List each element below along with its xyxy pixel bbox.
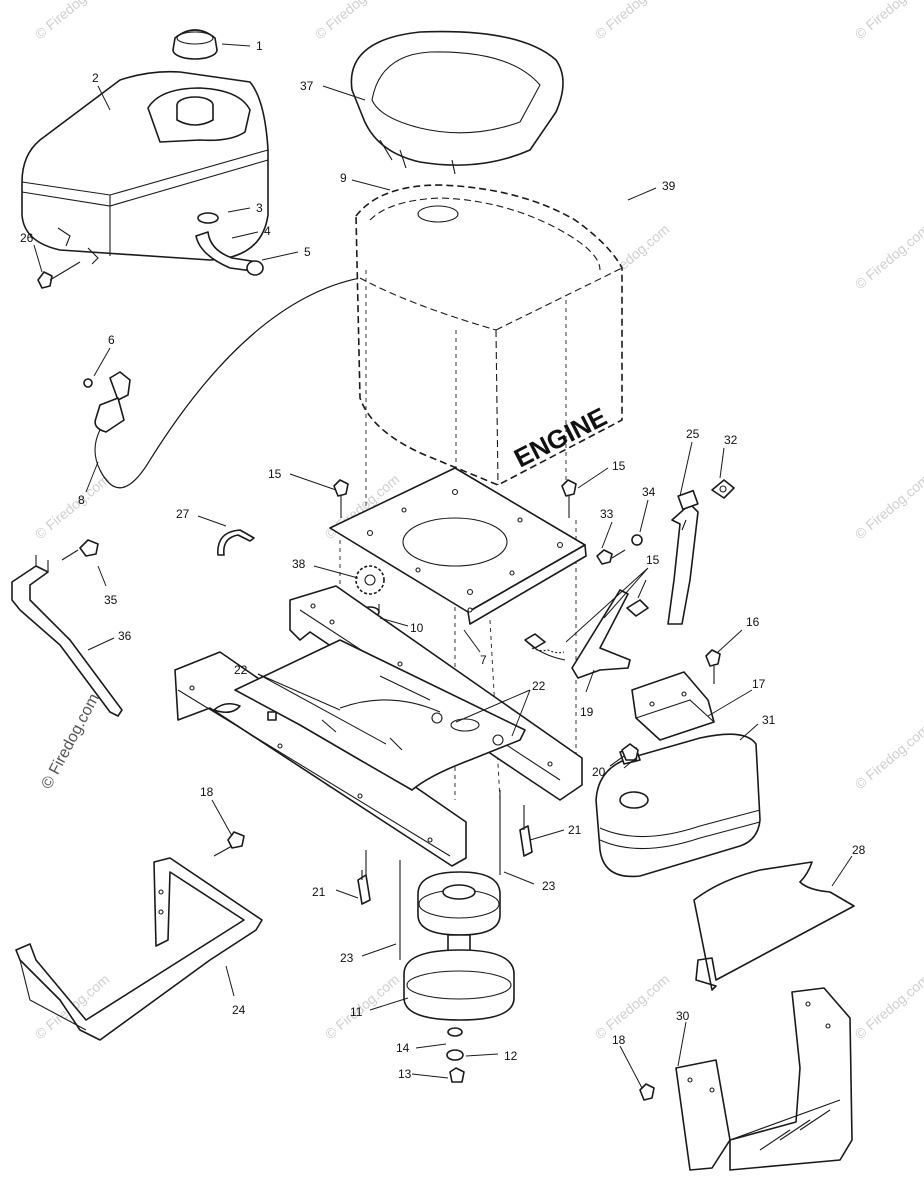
- bolt: [333, 479, 349, 518]
- callout-28: 28: [852, 843, 866, 857]
- callout-1: 1: [256, 39, 263, 53]
- callout-20: 20: [592, 765, 606, 779]
- callout-15: 15: [646, 553, 660, 567]
- callout-15: 15: [612, 459, 626, 473]
- fuel-hose-inner: [99, 277, 361, 489]
- fuel-hose: [99, 277, 361, 489]
- callout-31: 31: [762, 713, 776, 727]
- mount-bolts: [357, 790, 533, 960]
- callout-5: 5: [304, 245, 311, 259]
- engine-mount-plate: [329, 467, 587, 625]
- fuel-tank: [21, 70, 269, 265]
- callout-38: 38: [292, 557, 306, 571]
- callout-27: 27: [176, 507, 190, 521]
- frame-rail-left: [174, 651, 467, 867]
- watermark-text: © Firedog.com: [852, 471, 924, 542]
- spacer-sprocket: [355, 565, 385, 618]
- muffler-screw: [609, 743, 639, 767]
- callout-14: 14: [396, 1041, 410, 1055]
- callout-22: 22: [532, 679, 546, 693]
- callout-35: 35: [104, 593, 118, 607]
- callout-23: 23: [542, 879, 556, 893]
- belt-guard: [15, 831, 263, 1041]
- frame-crossmember: [234, 639, 526, 791]
- muffler: [595, 733, 761, 878]
- callout-15: 15: [268, 467, 282, 481]
- watermark-text: © Firedog.com: [592, 971, 673, 1042]
- deck-bracket: [639, 987, 853, 1171]
- fuel-line: [195, 212, 264, 276]
- side-bracket: [11, 539, 123, 717]
- retaining-clip: [217, 529, 255, 556]
- callout-7: 7: [480, 653, 487, 667]
- watermark-text: © Firedog.com: [592, 0, 673, 42]
- idler-bracket: [524, 589, 649, 679]
- callout-8: 8: [78, 493, 85, 507]
- callout-37: 37: [300, 79, 314, 93]
- callout-39: 39: [662, 179, 676, 193]
- callout-26: 26: [20, 231, 34, 245]
- callout-6: 6: [108, 333, 115, 347]
- callout-23: 23: [340, 951, 354, 965]
- callout-30: 30: [676, 1009, 690, 1023]
- callout-16: 16: [746, 615, 760, 629]
- callout-32: 32: [724, 433, 738, 447]
- callout-13: 13: [398, 1067, 412, 1081]
- leader-lines: [33, 43, 853, 1089]
- watermark-text: © Firedog.com: [32, 471, 113, 542]
- watermark-text: © Firedog.com: [852, 0, 924, 42]
- bolt: [561, 479, 577, 518]
- heat-shield: [693, 861, 855, 991]
- callout-22: 22: [234, 663, 248, 677]
- callout-9: 9: [340, 171, 347, 185]
- muffler-bracket: [631, 649, 721, 741]
- callout-10: 10: [410, 621, 424, 635]
- watermark-text: © Firedog.com: [852, 971, 924, 1042]
- callout-17: 17: [752, 677, 766, 691]
- exhaust-pipe: [596, 479, 735, 625]
- callout-25: 25: [686, 427, 700, 441]
- callout-3: 3: [256, 201, 263, 215]
- watermark-text: © Firedog.com: [852, 221, 924, 292]
- air-shroud: [350, 30, 564, 175]
- callout-18: 18: [612, 1033, 626, 1047]
- drain-screw: [37, 261, 81, 289]
- callout-4: 4: [264, 224, 271, 238]
- callout-24: 24: [232, 1003, 246, 1017]
- engine-block: ENGINE: [355, 184, 623, 486]
- callout-11: 11: [350, 1005, 363, 1019]
- watermark-side: © Firedog.com: [39, 691, 103, 792]
- callout-18: 18: [200, 785, 214, 799]
- callout-labels: 1 2 3 4 5 26 37 9 39 6 8 15 15 15 27 38 …: [20, 39, 866, 1081]
- pulley-assembly: [403, 871, 515, 1083]
- fuel-cap: [172, 29, 218, 60]
- watermark-text: © Firedog.com: [312, 0, 393, 42]
- throttle-control: [83, 371, 131, 471]
- watermark-text: © Firedog.com: [852, 721, 924, 792]
- callout-12: 12: [504, 1049, 518, 1063]
- watermark-text: © Firedog.com: [32, 0, 113, 42]
- callout-33: 33: [600, 507, 614, 521]
- callout-2: 2: [92, 71, 99, 85]
- callout-36: 36: [118, 629, 132, 643]
- callout-19: 19: [580, 705, 594, 719]
- callout-21: 21: [568, 823, 582, 837]
- callout-34: 34: [642, 485, 656, 499]
- callout-21: 21: [312, 885, 326, 899]
